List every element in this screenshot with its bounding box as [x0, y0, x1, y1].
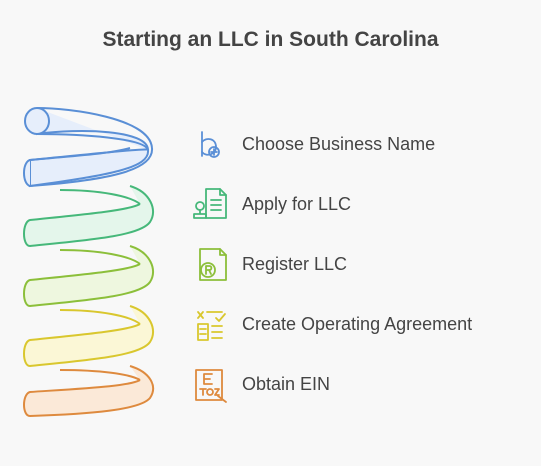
coil-segment-2	[23, 185, 155, 248]
step-obtain-ein: Obtain EIN	[190, 364, 330, 404]
step-create-operating-agreement: Create Operating Agreement	[190, 304, 472, 344]
agreement-checklist-icon	[197, 311, 226, 341]
registered-document-icon	[199, 248, 227, 281]
coil-segment-5	[23, 365, 155, 418]
diagram-title: Starting an LLC in South Carolina	[102, 28, 439, 51]
application-stamp-icon	[193, 188, 227, 219]
step-label: Choose Business Name	[242, 133, 436, 154]
coil-segment-3	[23, 245, 155, 308]
step-label: Obtain EIN	[242, 373, 331, 394]
ein-card-icon	[195, 369, 227, 403]
step-label: Apply for LLC	[242, 193, 352, 214]
brand-name-icon	[201, 131, 220, 158]
step-apply-for-llc: Apply for LLC	[190, 184, 351, 224]
step-label: Register LLC	[242, 253, 348, 274]
coil-segment-4	[23, 305, 155, 368]
step-register-llc: Register LLC	[190, 244, 347, 284]
step-label: Create Operating Agreement	[242, 313, 473, 334]
step-choose-business-name: Choose Business Name	[190, 124, 435, 164]
